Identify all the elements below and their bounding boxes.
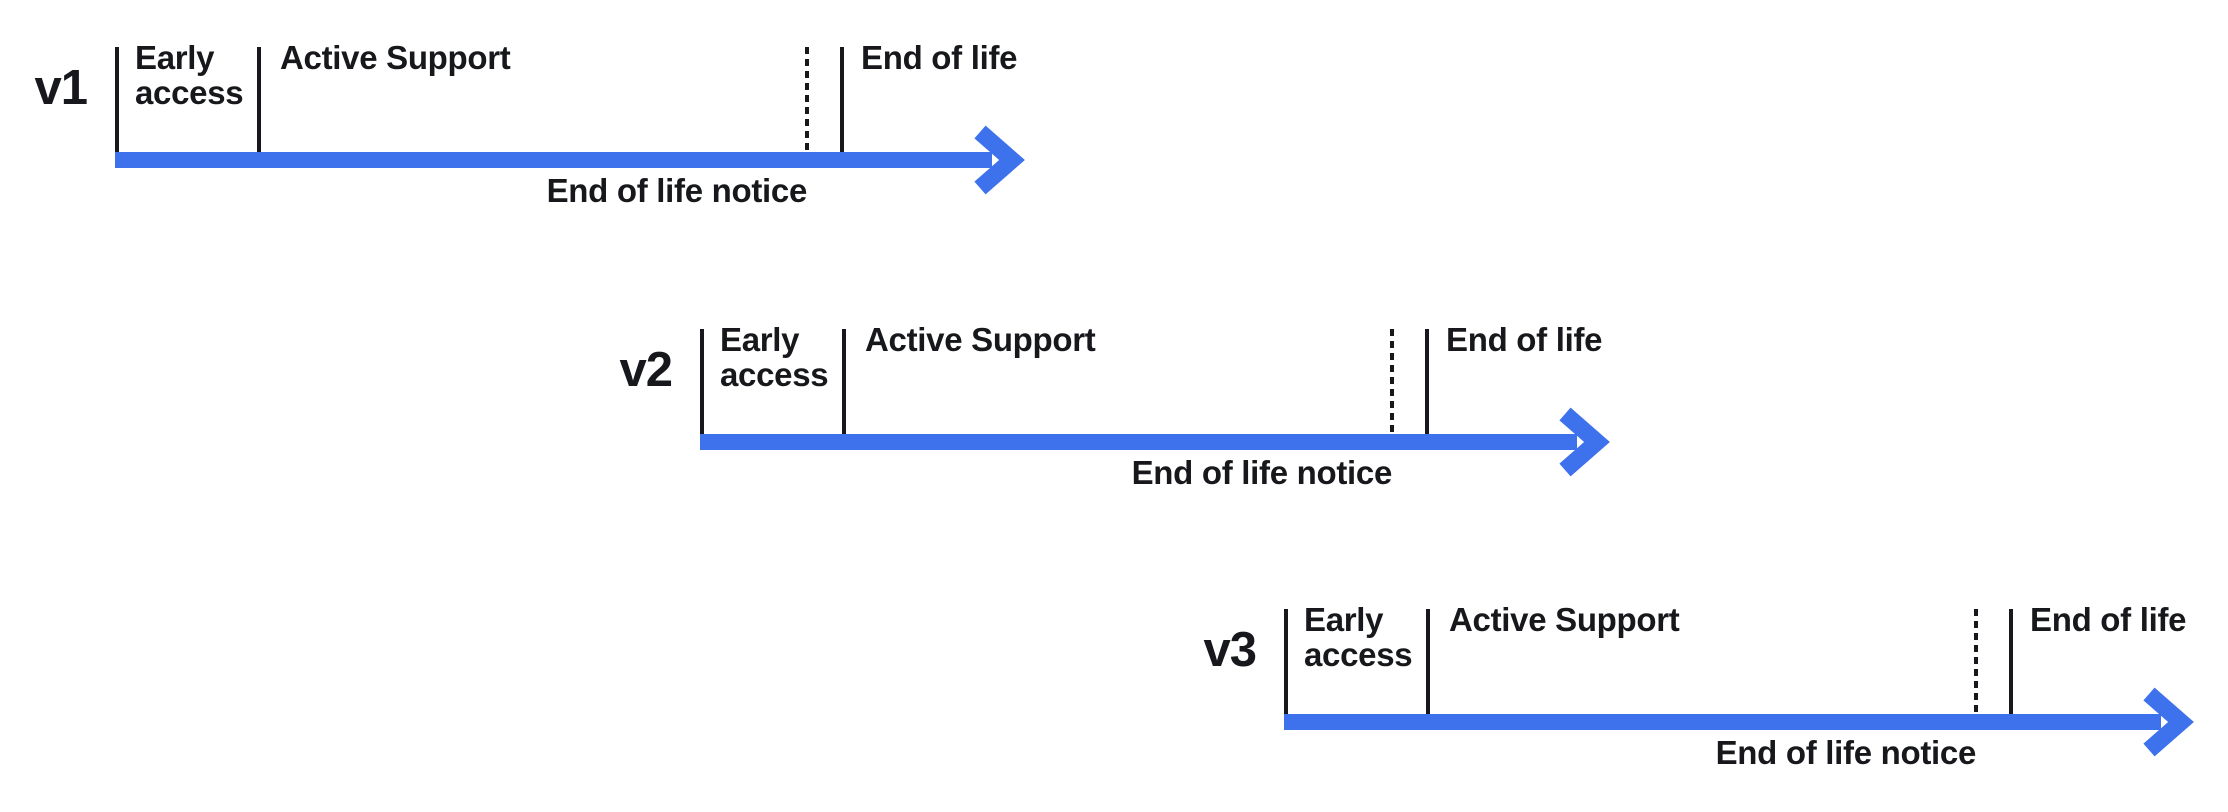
end-of-life-tick xyxy=(840,47,844,153)
timeline-arrow xyxy=(700,407,1610,477)
active-support-start-tick xyxy=(1426,609,1430,715)
active-support-label: Active Support xyxy=(865,321,1096,358)
early-access-start-tick xyxy=(1284,609,1288,715)
end-of-life-label: End of life xyxy=(1446,321,1603,358)
early-access-label: Early access xyxy=(135,39,244,111)
timeline-arrow xyxy=(115,125,1025,195)
timeline-row-v1: v1 Early access Active Support End of li… xyxy=(34,40,1055,232)
version-label: v2 xyxy=(619,343,673,397)
end-of-life-notice-dashed-line xyxy=(1390,329,1394,435)
end-of-life-notice-label: End of life notice xyxy=(1131,454,1393,491)
end-of-life-tick xyxy=(2009,609,2013,715)
end-of-life-label: End of life xyxy=(861,39,1018,76)
version-label: v1 xyxy=(34,61,88,115)
end-of-life-notice-dashed-line xyxy=(805,47,809,153)
early-access-start-tick xyxy=(700,329,704,435)
timeline-arrow xyxy=(1284,687,2194,757)
active-support-start-tick xyxy=(842,329,846,435)
timeline-row-v3: v3 Early access Active Support End of li… xyxy=(1203,602,2224,794)
end-of-life-notice-label: End of life notice xyxy=(1715,734,1977,771)
active-support-label: Active Support xyxy=(1449,601,1680,638)
early-access-label: Early access xyxy=(1304,601,1413,673)
end-of-life-tick xyxy=(1425,329,1429,435)
active-support-label: Active Support xyxy=(280,39,511,76)
early-access-label: Early access xyxy=(720,321,829,393)
early-access-start-tick xyxy=(115,47,119,153)
timeline-row-v2: v2 Early access Active Support End of li… xyxy=(619,322,1640,514)
end-of-life-notice-dashed-line xyxy=(1974,609,1978,715)
end-of-life-notice-label: End of life notice xyxy=(546,172,808,209)
end-of-life-label: End of life xyxy=(2030,601,2187,638)
active-support-start-tick xyxy=(257,47,261,153)
version-label: v3 xyxy=(1203,623,1257,677)
